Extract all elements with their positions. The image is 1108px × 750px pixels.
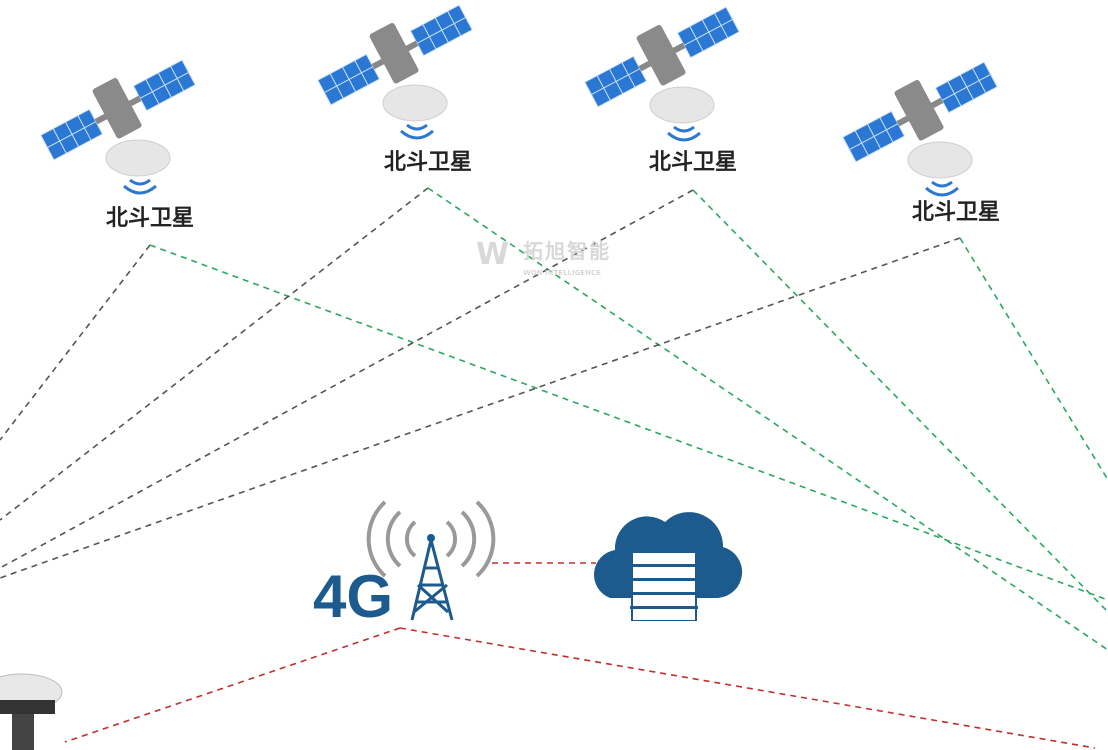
4g-label: 4G <box>313 563 393 630</box>
gnss-receiver-icon <box>0 673 63 750</box>
cloud-server-icon <box>594 512 743 621</box>
watermark-mark: W <box>476 237 510 272</box>
green-line <box>692 189 1108 613</box>
cell-tower-icon <box>366 500 496 621</box>
satellite-icon <box>308 0 480 140</box>
red-line <box>64 627 401 743</box>
watermark-text: 拓旭智能 WON INTELLIGENCE <box>523 238 611 278</box>
green-line <box>959 237 1108 481</box>
gray-line <box>0 244 151 441</box>
watermark-en: WON INTELLIGENCE <box>523 269 601 277</box>
satellite-label: 北斗卫星 <box>105 206 195 231</box>
gray-line <box>0 187 429 521</box>
satellite-label: 北斗卫星 <box>383 150 473 175</box>
satellite-icons <box>31 0 1005 197</box>
green-line <box>427 187 1108 651</box>
satellite-icon <box>575 0 747 142</box>
red-line <box>399 627 1096 749</box>
satellite-label: 北斗卫星 <box>911 200 1001 225</box>
watermark-cn: 拓旭智能 <box>523 239 612 263</box>
watermark-logo: W 拓旭智能 WON INTELLIGENCE <box>476 238 611 278</box>
satellite-icon <box>833 46 1005 197</box>
gray-line <box>0 237 961 579</box>
satellite-icon <box>31 44 203 195</box>
signal-lines <box>0 187 1108 749</box>
satellite-label: 北斗卫星 <box>648 150 738 175</box>
